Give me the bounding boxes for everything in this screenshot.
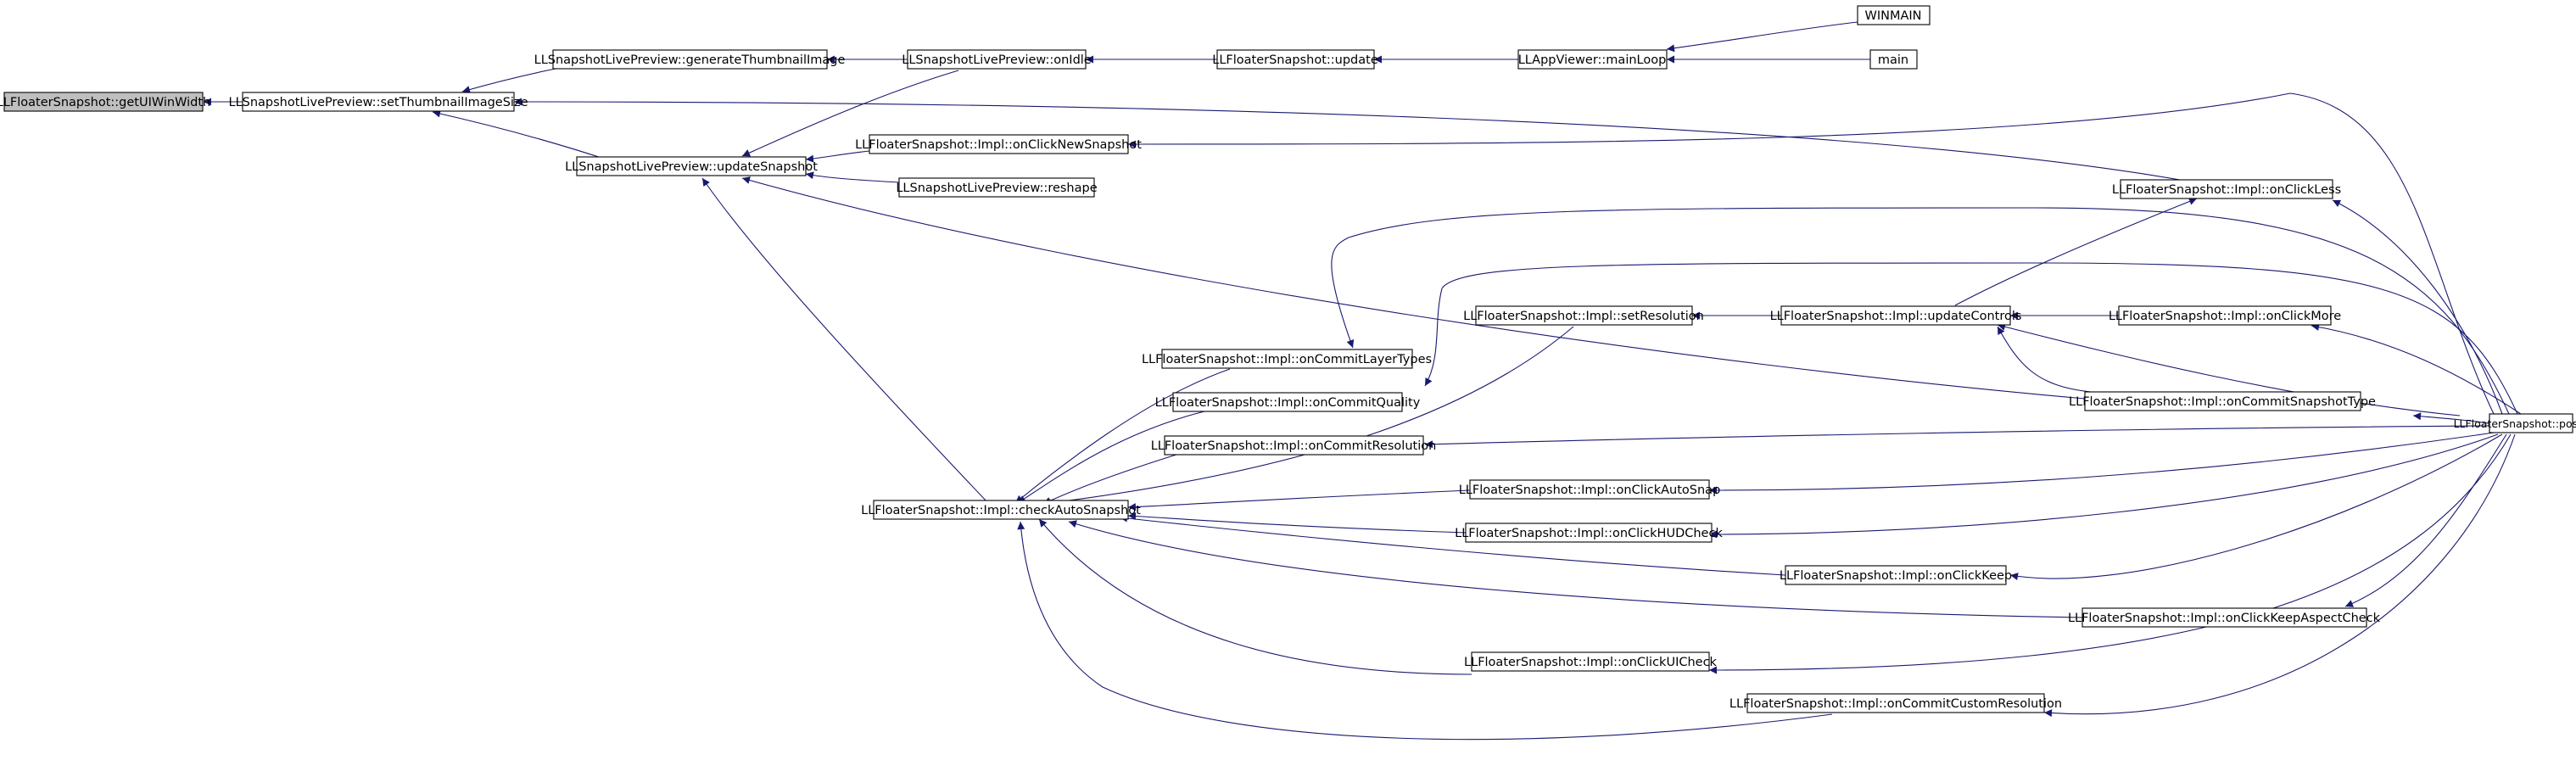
edge-onClickLess-to-setThumbnailImageSize	[513, 98, 2181, 181]
node-label: LLFloaterSnapshot::Impl::onClickHUDCheck	[1455, 527, 1723, 540]
node-label: LLFloaterSnapshot::Impl::onCommitLayerTy…	[1142, 353, 1432, 366]
edge-postBuild-to-onClickMore	[2311, 323, 2524, 416]
node-label: LLFloaterSnapshot::Impl::onClickLess	[2112, 183, 2341, 197]
edge-checkAutoSnapshot-to-updateSnapshot	[701, 177, 989, 504]
edge-onClickKeepAspectCheck-to-checkAutoSnapshot	[1068, 520, 2083, 618]
edge-postBuild-to-onClickLess	[2332, 199, 2503, 415]
node-label: LLFloaterSnapshot::Impl::checkAutoSnapsh…	[861, 504, 1141, 517]
node-label: LLFloaterSnapshot::Impl::onClickMore	[2109, 310, 2341, 323]
edge-onCommitLayerTypes-to-checkAutoSnapshot	[1014, 368, 1231, 504]
edge-postBuild-to-onClickKeepAspectCheck	[2344, 433, 2507, 607]
edge-onCommitQuality-to-checkAutoSnapshot	[1017, 411, 1205, 504]
edge-postBuild-to-onClickNewSnapshot	[1127, 92, 2495, 415]
edge-onClickKeep-to-checkAutoSnapshot	[1119, 514, 1786, 576]
node-generateThumbnailImage[interactable]: LLSnapshotLivePreview::generateThumbnail…	[534, 49, 846, 70]
node-label: LLSnapshotLivePreview::onIdle	[902, 53, 1092, 67]
node-reshape[interactable]: LLSnapshotLivePreview::reshape	[896, 177, 1098, 198]
node-onClickNewSnapshot[interactable]: LLFloaterSnapshot::Impl::onClickNewSnaps…	[855, 134, 1142, 154]
edge-onClickHUDCheck-to-checkAutoSnapshot	[1127, 512, 1467, 534]
node-onCommitCustomResolution[interactable]: LLFloaterSnapshot::Impl::onCommitCustomR…	[1729, 693, 2062, 713]
node-label: LLFloaterSnapshot::Impl::onClickUICheck	[1464, 656, 1718, 669]
node-checkAutoSnapshot[interactable]: LLFloaterSnapshot::Impl::checkAutoSnapsh…	[861, 500, 1141, 520]
node-WINMAIN[interactable]: WINMAIN	[1857, 5, 1931, 25]
edge-onIdle-to-updateSnapshot	[741, 70, 959, 157]
edge-postBuild-to-onCommitLayerTypes	[1331, 207, 2510, 415]
edge-updateSnapshot-to-setThumbnailImageSize	[432, 109, 607, 160]
node-onCommitSnapshotType[interactable]: LLFloaterSnapshot::Impl::onCommitSnapsho…	[2069, 391, 2376, 411]
node-label: LLAppViewer::mainLoop	[1518, 53, 1667, 67]
node-main[interactable]: main	[1869, 49, 1918, 70]
node-label: LLFloaterSnapshot::Impl::onCommitSnapsho…	[2069, 395, 2376, 409]
node-label: LLFloaterSnapshot::Impl::onCommitQuality	[1155, 396, 1421, 410]
node-setResolution[interactable]: LLFloaterSnapshot::Impl::setResolution	[1463, 305, 1704, 326]
node-layer: LLFloaterSnapshot::getUIWinWidth LLSnaps…	[0, 5, 2576, 713]
node-onIdle[interactable]: LLSnapshotLivePreview::onIdle	[902, 49, 1092, 70]
node-label: LLFloaterSnapshot::Impl::onClickKeep	[1780, 569, 2012, 583]
node-label: LLFloaterSnapshot::Impl::onCommitResolut…	[1151, 439, 1437, 453]
edge-onClickAutoSnap-to-checkAutoSnapshot	[1127, 489, 1471, 511]
node-postBuild[interactable]: LLFloaterSnapshot::postBuild	[2454, 413, 2576, 433]
node-onCommitLayerTypes[interactable]: LLFloaterSnapshot::Impl::onCommitLayerTy…	[1142, 349, 1432, 369]
edge-reshape-to-updateSnapshot	[805, 171, 900, 183]
node-label: main	[1878, 53, 1908, 67]
edge-onCommitSnapshotType-to-updateSnapshot	[741, 176, 2086, 400]
edge-onClickNewSnapshot-to-updateSnapshot	[805, 150, 870, 163]
node-onClickAutoSnap[interactable]: LLFloaterSnapshot::Impl::onClickAutoSnap	[1459, 479, 1721, 500]
node-update[interactable]: LLFloaterSnapshot::update	[1212, 49, 1378, 70]
edge-postBuild-to-onCommitSnapshotType	[2412, 412, 2495, 425]
edge-postBuild-to-onClickKeep	[2009, 433, 2503, 580]
edge-postBuild-to-onClickHUDCheck	[1708, 433, 2499, 539]
node-label: LLFloaterSnapshot::update	[1212, 53, 1378, 67]
edge-onCommitCustomResolution-to-checkAutoSnapshot	[1017, 521, 1833, 741]
edge-WINMAIN-to-mainLoop	[1666, 21, 1858, 53]
node-updateSnapshot[interactable]: LLSnapshotLivePreview::updateSnapshot	[565, 156, 818, 176]
edge-postBuild-to-onCommitCustomResolution	[2043, 433, 2516, 718]
node-label: LLFloaterSnapshot::Impl::onClickAutoSnap	[1459, 484, 1721, 497]
edge-postBuild-to-onClickUICheck	[1708, 433, 2512, 674]
node-label: WINMAIN	[1864, 9, 1921, 23]
node-label: LLFloaterSnapshot::getUIWinWidth	[0, 96, 210, 109]
edge-onCommitSnapshotType-to-updateControls	[1997, 326, 2092, 393]
node-label: LLSnapshotLivePreview::updateSnapshot	[565, 160, 818, 174]
node-label: LLFloaterSnapshot::Impl::setResolution	[1463, 310, 1704, 323]
edge-postBuild-to-onClickAutoSnap	[1708, 432, 2495, 495]
edge-onClickUICheck-to-checkAutoSnapshot	[1038, 518, 1472, 675]
node-label: LLSnapshotLivePreview::generateThumbnail…	[534, 53, 846, 67]
node-setThumbnailImageSize[interactable]: LLSnapshotLivePreview::setThumbnailImage…	[228, 92, 528, 112]
node-label: LLFloaterSnapshot::Impl::onClickKeepAspe…	[2068, 612, 2381, 625]
node-onClickLess[interactable]: LLFloaterSnapshot::Impl::onClickLess	[2112, 179, 2341, 199]
node-onClickHUDCheck[interactable]: LLFloaterSnapshot::Impl::onClickHUDCheck	[1455, 523, 1723, 543]
edge-onCommitResolution-to-checkAutoSnapshot	[1042, 453, 1180, 505]
node-label: LLSnapshotLivePreview::setThumbnailImage…	[228, 96, 528, 109]
node-updateControls[interactable]: LLFloaterSnapshot::Impl::updateControls	[1770, 305, 2022, 326]
edge-postBuild-to-updateControls	[1997, 322, 2461, 416]
node-onCommitResolution[interactable]: LLFloaterSnapshot::Impl::onCommitResolut…	[1151, 435, 1437, 456]
edge-layer	[204, 21, 2524, 741]
edge-generateThumbnailImage-to-setThumbnailImageSize	[461, 67, 561, 93]
edge-updateControls-to-onClickLess	[1954, 198, 2198, 306]
node-onCommitQuality[interactable]: LLFloaterSnapshot::Impl::onCommitQuality	[1155, 392, 1421, 412]
node-label: LLFloaterSnapshot::Impl::onClickNewSnaps…	[855, 138, 1142, 152]
node-onClickKeep[interactable]: LLFloaterSnapshot::Impl::onClickKeep	[1780, 565, 2012, 585]
node-label: LLFloaterSnapshot::Impl::updateControls	[1770, 310, 2022, 323]
node-onClickUICheck[interactable]: LLFloaterSnapshot::Impl::onClickUICheck	[1464, 651, 1718, 672]
node-label: LLFloaterSnapshot::Impl::onCommitCustomR…	[1729, 697, 2062, 711]
node-getUIWinWidth[interactable]: LLFloaterSnapshot::getUIWinWidth	[0, 92, 210, 112]
node-label: LLFloaterSnapshot::postBuild	[2454, 417, 2576, 430]
node-mainLoop[interactable]: LLAppViewer::mainLoop	[1517, 49, 1668, 70]
node-onClickMore[interactable]: LLFloaterSnapshot::Impl::onClickMore	[2109, 305, 2341, 326]
edge-postBuild-to-onCommitResolution	[1424, 425, 2490, 449]
edge-postBuild-to-onCommitQuality	[1424, 262, 2518, 415]
node-onClickKeepAspectCheck[interactable]: LLFloaterSnapshot::Impl::onClickKeepAspe…	[2068, 607, 2381, 628]
node-label: LLSnapshotLivePreview::reshape	[896, 182, 1097, 195]
